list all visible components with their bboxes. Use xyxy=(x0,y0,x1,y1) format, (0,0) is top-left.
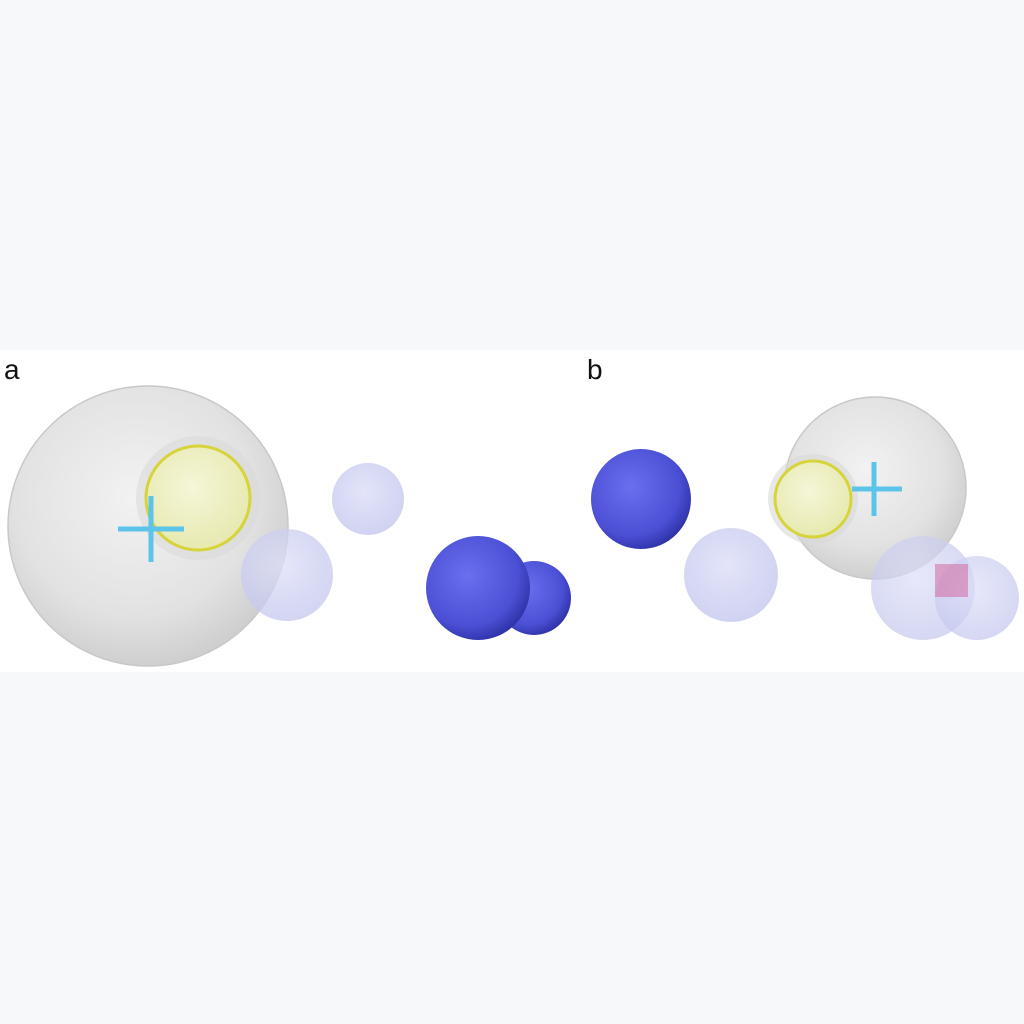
yellow-sphere xyxy=(144,444,252,552)
light-blue-sphere xyxy=(241,529,333,621)
figure: a b xyxy=(0,350,1024,672)
panel-label-b: b xyxy=(587,354,603,385)
figure-canvas: a b xyxy=(4,354,1019,667)
crosshair-icon xyxy=(118,496,184,562)
yellow-sphere xyxy=(773,459,853,539)
dark-blue-sphere xyxy=(426,536,530,640)
panel-a: a xyxy=(4,354,571,667)
panel-label-a: a xyxy=(4,354,20,385)
pink-marker xyxy=(935,564,968,597)
dark-blue-sphere xyxy=(591,449,691,549)
panel-b: b xyxy=(587,354,1019,640)
crosshair-icon xyxy=(852,462,902,516)
light-blue-sphere xyxy=(332,463,404,535)
light-blue-sphere xyxy=(684,528,778,622)
